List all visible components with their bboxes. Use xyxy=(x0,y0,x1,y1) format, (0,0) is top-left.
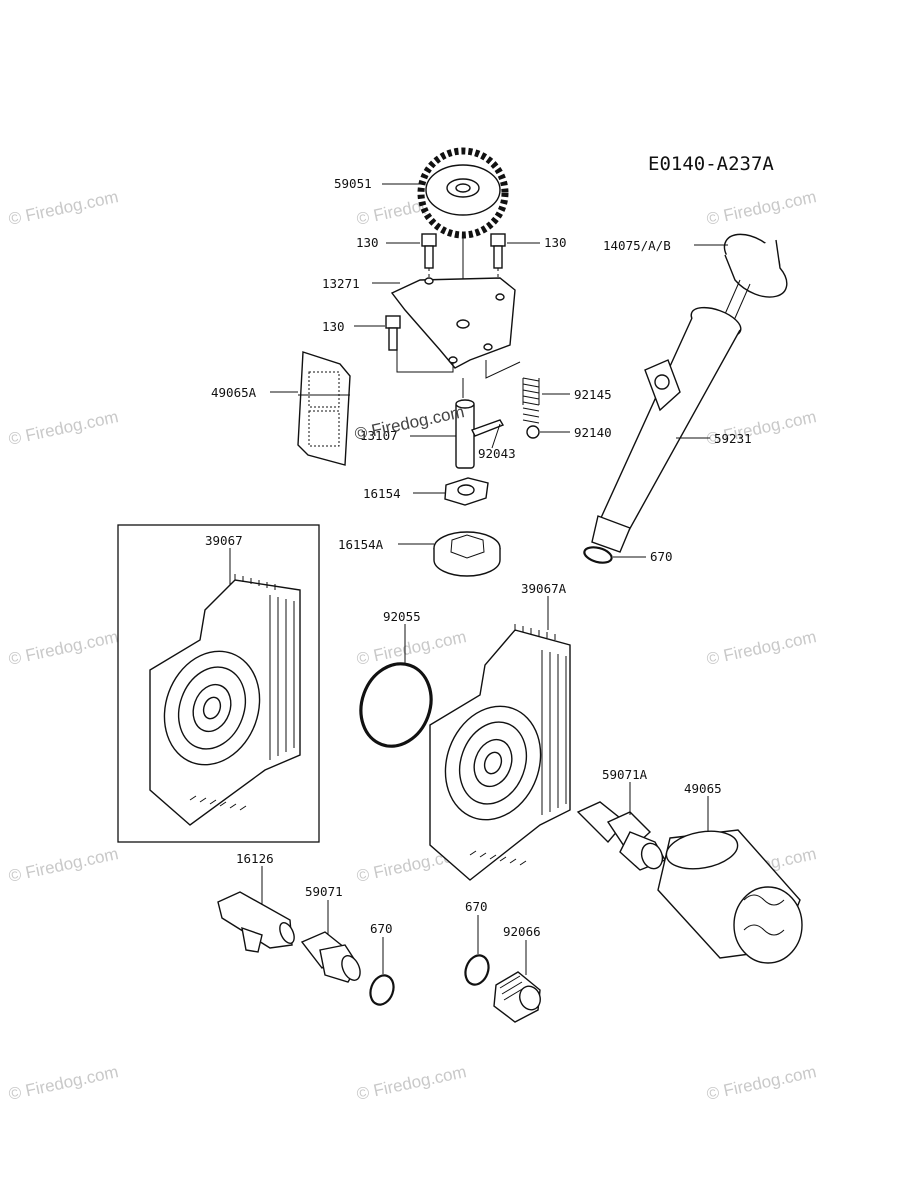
watermark: © Firedog.com xyxy=(7,627,120,669)
watermark: © Firedog.com xyxy=(705,1062,818,1104)
oring-670-left xyxy=(369,974,395,1006)
cooler-39067 xyxy=(149,574,301,826)
watermark: © Firedog.com xyxy=(705,627,818,669)
oring-670-upper xyxy=(583,546,613,564)
label-16154A: 16154A xyxy=(338,537,384,552)
watermark: © Firedog.com xyxy=(353,402,466,444)
spring-92145 xyxy=(522,377,540,424)
plug-92066 xyxy=(493,971,541,1023)
strainer-49065A xyxy=(297,351,351,466)
label-92066: 92066 xyxy=(503,924,541,939)
watermark: © Firedog.com xyxy=(355,1062,468,1104)
label-16126: 16126 xyxy=(236,851,274,866)
watermark: © Firedog.com xyxy=(7,187,120,229)
tube-59231 xyxy=(591,306,742,553)
fitting-59071 xyxy=(300,931,361,983)
watermark: © Firedog.com xyxy=(7,1062,120,1104)
label-670-right: 670 xyxy=(465,899,488,914)
filter-49065 xyxy=(657,829,803,964)
cap-14075 xyxy=(717,233,788,335)
gear-59051 xyxy=(417,147,509,325)
label-59071: 59071 xyxy=(305,884,343,899)
label-14075: 14075/A/B xyxy=(603,238,671,253)
label-92043: 92043 xyxy=(478,446,516,461)
oring-92055 xyxy=(359,662,433,748)
label-39067A: 39067A xyxy=(521,581,567,596)
oring-670-right xyxy=(464,954,490,986)
label-39067: 39067 xyxy=(205,533,243,548)
label-59051: 59051 xyxy=(334,176,372,191)
shaft-13107 xyxy=(455,399,505,469)
label-92055: 92055 xyxy=(383,609,421,624)
plate-13271 xyxy=(390,277,516,369)
label-13271: 13271 xyxy=(322,276,360,291)
label-130-left: 130 xyxy=(356,235,379,250)
bolt-130-lower xyxy=(385,315,401,351)
label-16154: 16154 xyxy=(363,486,401,501)
fitting-16126 xyxy=(217,891,295,953)
bolt-130-right xyxy=(490,233,506,290)
label-670-upper: 670 xyxy=(650,549,673,564)
watermark: © Firedog.com xyxy=(705,187,818,229)
ball-92140 xyxy=(526,425,540,439)
watermark: © Firedog.com xyxy=(7,844,120,886)
label-49065A: 49065A xyxy=(211,385,257,400)
rotor-16154 xyxy=(444,477,489,506)
frame-39067 xyxy=(117,524,320,843)
label-59231: 59231 xyxy=(714,431,752,446)
label-92145: 92145 xyxy=(574,387,612,402)
diagram-code: E0140-A237A xyxy=(648,153,774,175)
bolt-130-left xyxy=(421,233,437,280)
label-92140: 92140 xyxy=(574,425,612,440)
cooler-39067A xyxy=(429,624,571,881)
watermark: © Firedog.com xyxy=(355,627,468,669)
label-49065: 49065 xyxy=(684,781,722,796)
label-13107: 13107 xyxy=(360,428,398,443)
label-670-left: 670 xyxy=(370,921,393,936)
label-59071A: 59071A xyxy=(602,767,648,782)
rotor-16154A xyxy=(433,531,501,577)
label-130-right: 130 xyxy=(544,235,567,250)
label-130-lower: 130 xyxy=(322,319,345,334)
fitting-59071A xyxy=(576,801,666,871)
watermark: © Firedog.com xyxy=(7,407,120,449)
